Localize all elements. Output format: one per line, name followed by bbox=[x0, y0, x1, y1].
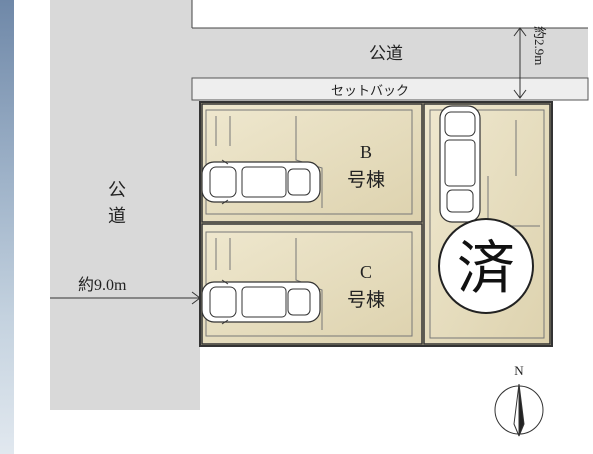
car-icon-lot-a bbox=[439, 105, 481, 223]
lot-b-letter: B bbox=[360, 142, 372, 162]
background-strip bbox=[0, 0, 14, 454]
width-dim-label: 約2.9m bbox=[532, 26, 547, 65]
setback-label: セットバック bbox=[331, 83, 409, 98]
dim-arrow-bottom bbox=[513, 89, 527, 99]
sold-stamp-circle bbox=[438, 218, 534, 314]
lot-b-inner bbox=[205, 109, 413, 215]
road-left-width-label: 約9.0m bbox=[78, 276, 127, 294]
road-top-label: 公道 bbox=[369, 44, 403, 63]
car-icon-lot-c bbox=[201, 279, 321, 325]
compass-label: N bbox=[514, 363, 524, 378]
compass-arrow-icon bbox=[513, 383, 525, 437]
dim-arrow-top bbox=[513, 27, 527, 37]
lot-c-suffix: 号棟 bbox=[347, 289, 385, 311]
car-icon-lot-b bbox=[201, 159, 321, 205]
lot-c-inner bbox=[205, 231, 413, 337]
road-left-label-bottom: 道 bbox=[108, 206, 126, 226]
lot-b-suffix: 号棟 bbox=[347, 169, 385, 191]
lot-c-letter: C bbox=[360, 262, 372, 282]
road-left bbox=[50, 0, 588, 410]
sold-stamp-label: 済 bbox=[457, 234, 515, 302]
road-left-label-top: 公 bbox=[108, 180, 126, 200]
setback-strip bbox=[191, 77, 589, 101]
